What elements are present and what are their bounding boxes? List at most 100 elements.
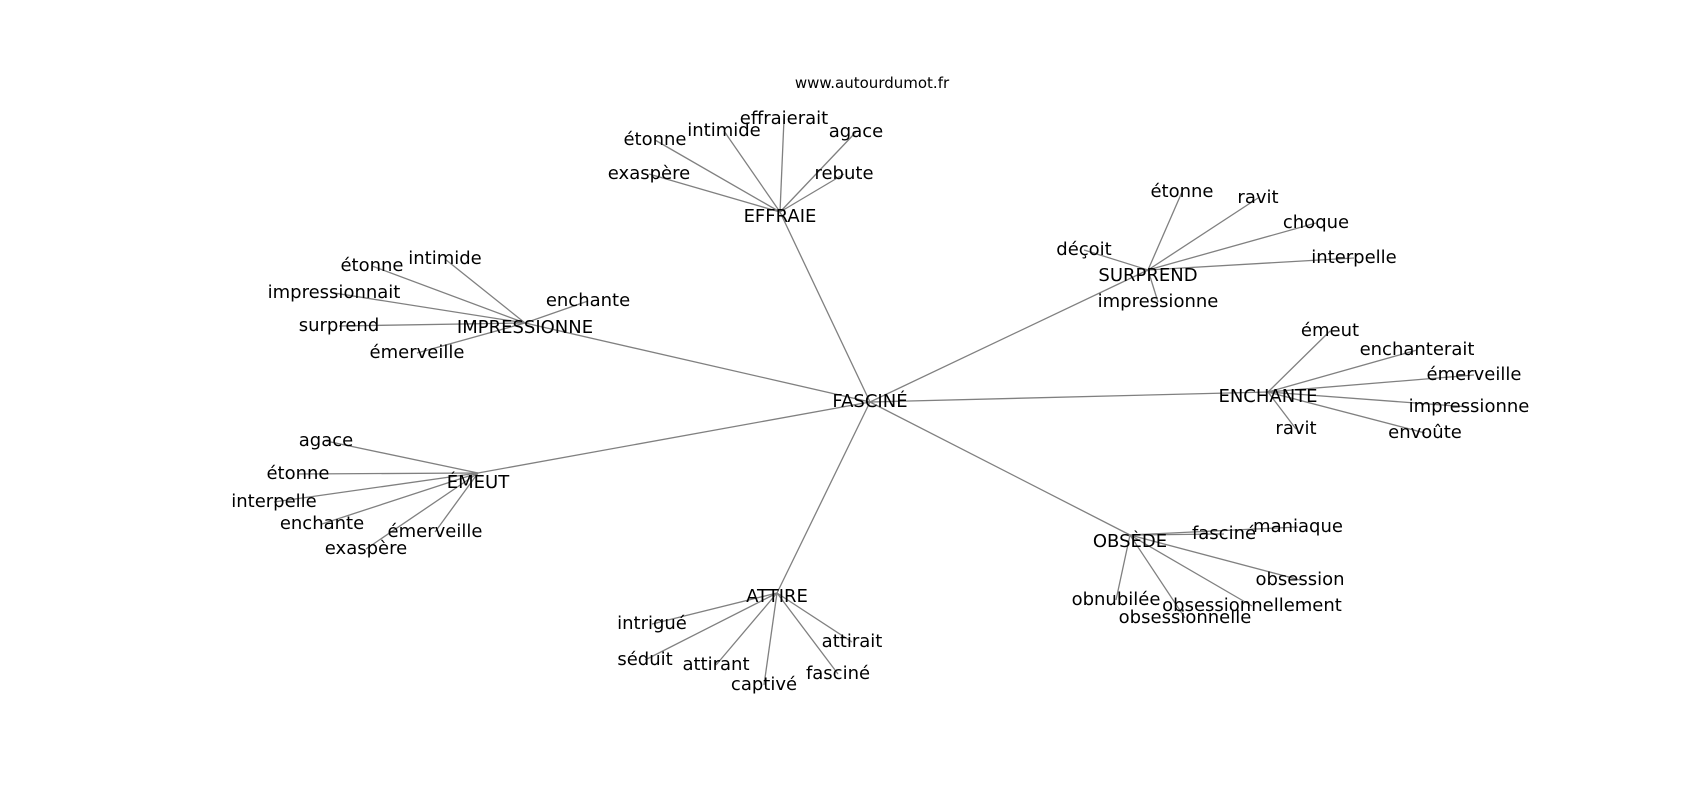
leaf-node: choque [1283, 212, 1349, 233]
edge-center-to-hub [776, 401, 871, 594]
hub-node: IMPRESSIONNE [457, 317, 593, 338]
graph-edges [273, 118, 1475, 686]
edge-hub-to-leaf [651, 592, 778, 625]
edge-hub-to-leaf [654, 139, 781, 213]
edge-hub-to-leaf [1147, 191, 1183, 271]
leaf-node: rebute [814, 163, 873, 184]
edge-hub-to-leaf [321, 472, 479, 525]
leaf-node: séduit [617, 649, 672, 670]
leaf-node: fasciné [1192, 523, 1256, 544]
leaf-node: émerveille [388, 521, 483, 542]
leaf-node: étonne [1150, 181, 1213, 202]
edge-hub-to-leaf [1129, 534, 1186, 619]
leaf-node: ravit [1275, 418, 1316, 439]
edge-hub-to-leaf [1267, 330, 1331, 393]
edge-hub-to-leaf [1267, 374, 1475, 393]
leaf-node: impressionnait [268, 282, 401, 303]
edge-hub-to-leaf [365, 472, 479, 550]
edge-hub-to-leaf [371, 265, 526, 324]
edge-hub-to-leaf [776, 592, 839, 675]
leaf-node: intimide [408, 248, 482, 269]
leaf-node: enchanterait [1360, 339, 1475, 360]
center-node: FASCINÉ [832, 390, 907, 412]
leaf-node: interpelle [231, 491, 317, 512]
edge-hub-to-leaf [1129, 534, 1301, 581]
edge-hub-to-leaf [715, 592, 778, 666]
leaf-node: exaspère [608, 163, 690, 184]
edge-hub-to-leaf [1129, 526, 1299, 536]
leaf-node: émerveille [370, 342, 465, 363]
edge-hub-to-leaf [1267, 391, 1297, 430]
edge-hub-to-leaf [779, 118, 785, 213]
edge-hub-to-leaf [1129, 534, 1253, 607]
edge-hub-to-leaf [779, 131, 857, 213]
edge-hub-to-leaf [1147, 257, 1355, 271]
edge-center-to-hub [779, 211, 871, 403]
edge-hub-to-leaf [723, 130, 781, 213]
edge-hub-to-leaf [297, 472, 479, 475]
edge-hub-to-leaf [416, 322, 526, 354]
edge-hub-to-leaf [1267, 391, 1470, 408]
leaf-node: étonne [266, 463, 329, 484]
edge-hub-to-leaf [763, 592, 778, 686]
leaf-node: obsessionnellement [1162, 595, 1342, 616]
leaf-node: impressionne [1409, 396, 1530, 417]
leaf-node: interpelle [1311, 247, 1397, 268]
edge-hub-to-leaf [524, 300, 589, 324]
edge-hub-to-leaf [1129, 533, 1225, 536]
leaf-node: obsessionnelle [1119, 607, 1252, 628]
leaf-node: étonne [340, 255, 403, 276]
hub-node: OBSÈDE [1093, 530, 1167, 552]
edge-hub-to-leaf [776, 592, 853, 643]
edge-hub-to-leaf [779, 173, 845, 213]
edge-hub-to-leaf [434, 472, 479, 533]
leaf-node: émeut [1301, 320, 1359, 341]
leaf-node: impressionne [1098, 291, 1219, 312]
edge-center-to-hub [869, 401, 1131, 536]
leaf-node: captivé [731, 674, 797, 695]
leaf-node: fasciné [806, 663, 870, 684]
edge-center-to-hub [869, 269, 1149, 403]
leaf-node: agace [829, 121, 883, 142]
edge-hub-to-leaf [1147, 197, 1259, 271]
edge-hub-to-leaf [1267, 391, 1426, 434]
leaf-node: obsession [1255, 569, 1344, 590]
leaf-node: obnubilée [1072, 589, 1161, 610]
leaf-node: intrigué [617, 613, 687, 634]
leaf-node: enchante [546, 290, 630, 311]
leaf-node: maniaque [1253, 516, 1343, 537]
leaf-node: enchante [280, 513, 364, 534]
leaf-node: étonne [623, 129, 686, 150]
hub-node: ÉMEUT [447, 471, 510, 493]
leaf-node: attirant [682, 654, 749, 675]
leaf-node: envoûte [1388, 422, 1462, 443]
leaf-node: déçoit [1056, 239, 1111, 260]
edge-hub-to-leaf [1147, 269, 1159, 303]
hub-node: ATTIRE [746, 586, 808, 607]
edge-hub-to-leaf [333, 292, 526, 324]
edge-hub-to-leaf [325, 440, 479, 474]
edge-center-to-hub [524, 322, 871, 403]
edge-hub-to-leaf [644, 592, 778, 661]
edge-hub-to-leaf [444, 258, 526, 324]
edge-hub-to-leaf [1115, 534, 1131, 601]
leaf-node: émerveille [1427, 364, 1522, 385]
hub-node: EFFRAIE [744, 206, 817, 227]
leaf-node: agace [299, 430, 353, 451]
edge-hub-to-leaf [1147, 222, 1317, 271]
edge-hub-to-leaf [338, 322, 526, 327]
edge-hub-to-leaf [273, 472, 479, 503]
hub-node: SURPREND [1098, 265, 1197, 286]
leaf-node: exaspère [325, 538, 407, 559]
leaf-node: attirait [822, 631, 883, 652]
edge-center-to-hub [869, 391, 1269, 403]
edge-hub-to-leaf [1267, 349, 1418, 393]
hub-node: ENCHANTE [1218, 386, 1317, 407]
leaf-node: intimide [687, 120, 761, 141]
leaf-node: effraierait [740, 108, 828, 129]
edge-hub-to-leaf [648, 173, 781, 213]
leaf-node: ravit [1237, 187, 1278, 208]
leaf-node: surprend [299, 315, 380, 336]
